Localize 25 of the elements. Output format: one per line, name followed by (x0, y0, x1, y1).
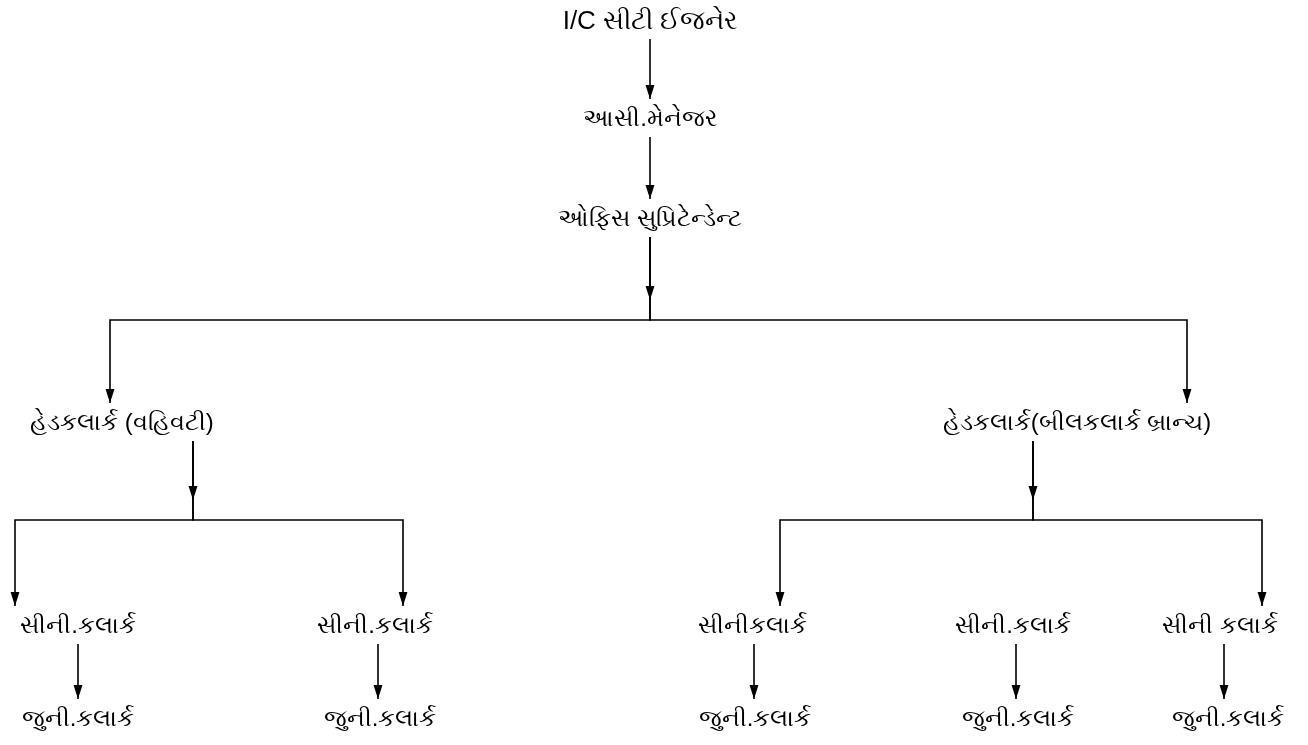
position-label: સીની કલાર્ક (1160, 610, 1280, 640)
arrow (645, 38, 655, 100)
position-label: હેડકલાર્ક(બીલકલાર્ક બ્રાન્ચ) (940, 407, 1214, 437)
position-label: I/C સીટી ઈજનેર (560, 5, 740, 35)
position-label: જુની.કલાર્ક (696, 703, 814, 733)
position-label: હેડકલાર્ક (વહિવટી) (28, 407, 216, 437)
arrow (1011, 643, 1021, 700)
arrow (373, 643, 383, 700)
position-label: જુની.કલાર્ક (19, 703, 137, 733)
arrow (188, 440, 198, 501)
position-label: સીની.કલાર્ક (18, 610, 138, 640)
arrow (645, 136, 655, 200)
arrow (1028, 440, 1038, 501)
position-label: સીનીકલાર્ક (695, 610, 809, 640)
position-label: સીની.કલાર્ક (315, 610, 435, 640)
position-label: જુની.કલાર્ક (321, 703, 439, 733)
position-label: આસી.મેનેજર (581, 103, 719, 133)
arrow (73, 643, 83, 700)
position-label: સીની.કલાર્ક (953, 610, 1073, 640)
arrow (749, 643, 759, 700)
position-label: ઓફિસ સુપ્રિટેન્ડેન્ટ (556, 203, 744, 233)
arrow (645, 236, 655, 301)
arrow (1219, 643, 1229, 700)
position-label: જુની.કલાર્ક (959, 703, 1077, 733)
position-label: જુની.કલાર્ક (1169, 703, 1287, 733)
